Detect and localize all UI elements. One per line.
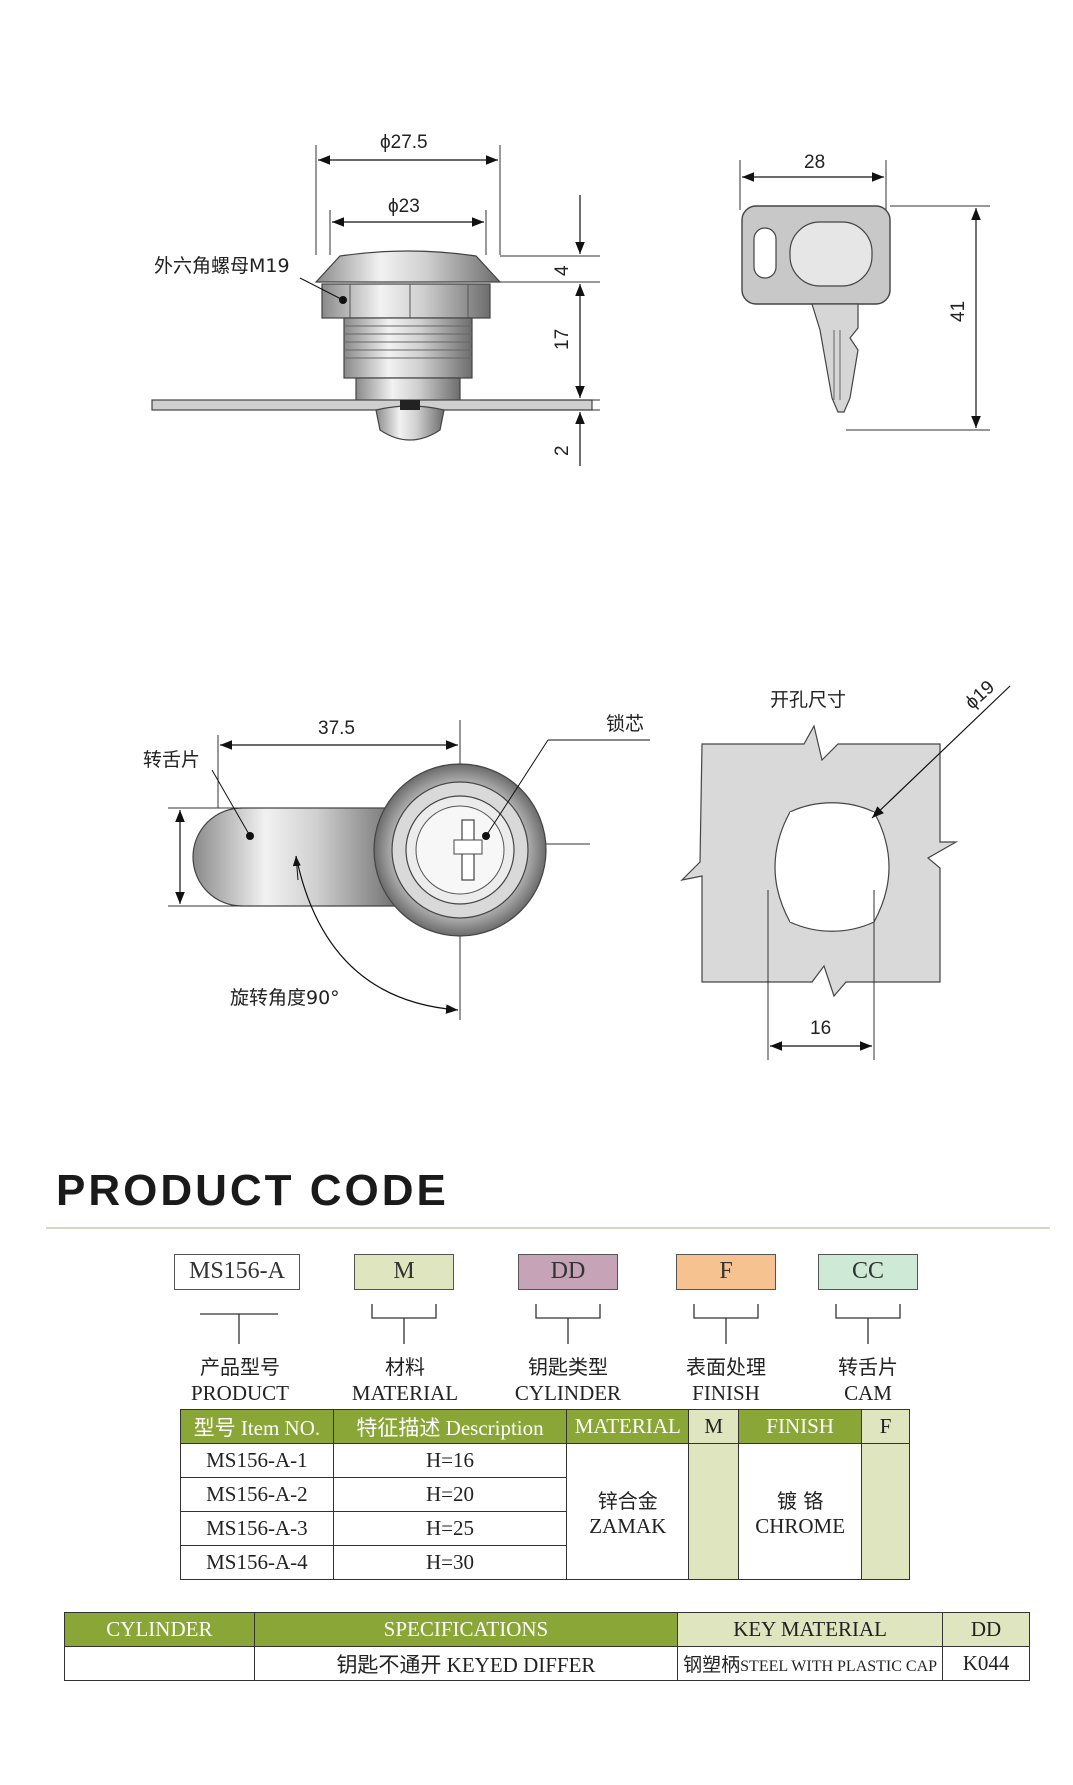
code-box-product: MS156-A (174, 1254, 300, 1290)
spec-table: 型号 Item NO. 特征描述 Description MATERIAL M … (180, 1409, 910, 1580)
section-title: PRODUCT CODE (56, 1166, 449, 1215)
key-material-en: STEEL WITH PLASTIC CAP (740, 1658, 938, 1675)
dim-height-17: 17 (552, 329, 573, 350)
cell-finish: 镀 铬 CHROME (738, 1443, 863, 1580)
technical-drawings: ϕ27.5 ϕ23 4 17 (143, 132, 1011, 1060)
table-row: MS156-A-3 H=25 (180, 1511, 910, 1546)
title-divider (46, 1227, 1050, 1229)
code-label-cam-en: CAM (844, 1381, 892, 1405)
header-specifications: SPECIFICATIONS (253, 1612, 679, 1647)
dim-cam-length: 37.5 (318, 718, 355, 739)
label-cam-tongue: 转舌片 (143, 749, 200, 771)
cell-m-code (688, 1443, 740, 1580)
code-box-finish: F (676, 1254, 776, 1290)
cell-item: MS156-A-4 (180, 1545, 334, 1580)
dim-key-height: 41 (948, 301, 969, 322)
code-label-material-cn: 材料 (385, 1355, 425, 1379)
code-label-cam-cn: 转舌片 (838, 1355, 898, 1379)
cell-item: MS156-A-3 (180, 1511, 334, 1546)
cell-cylinder (64, 1646, 255, 1681)
table-row: MS156-A-4 H=30 (180, 1545, 910, 1580)
cell-key-material: 钢塑柄STEEL WITH PLASTIC CAP (677, 1646, 944, 1681)
header-finish: FINISH (738, 1409, 863, 1444)
key-view: 28 41 (739, 152, 990, 431)
header-dd: DD (942, 1612, 1030, 1647)
cylinder-table: CYLINDER SPECIFICATIONS KEY MATERIAL DD … (64, 1612, 1030, 1681)
cell-dd: K044 (942, 1646, 1030, 1681)
dim-height-4: 4 (552, 265, 573, 276)
dim-inner-diameter: ϕ23 (388, 196, 420, 217)
dim-height-2: 2 (552, 445, 573, 456)
finish-en: CHROME (755, 1513, 846, 1538)
label-hex-nut: 外六角螺母M19 (154, 255, 290, 277)
finish-cn: 镀 铬 (776, 1488, 824, 1513)
cell-desc: H=20 (332, 1477, 568, 1512)
code-label-cam: 转舌片 CAM (803, 1354, 933, 1406)
material-cn: 锌合金 (597, 1488, 658, 1513)
cell-specifications: 钥匙不通开 KEYED DIFFER (253, 1646, 679, 1681)
cell-desc: H=16 (332, 1443, 568, 1478)
code-label-material: 材料 MATERIAL (340, 1354, 470, 1406)
material-en: ZAMAK (589, 1513, 667, 1538)
cell-item: MS156-A-1 (180, 1443, 334, 1478)
table-row: MS156-A-1 H=16 锌合金 ZAMAK 镀 铬 CHROME (180, 1443, 910, 1580)
dim-key-width: 28 (804, 152, 825, 173)
header-f: F (861, 1409, 910, 1444)
key-material-cn: 钢塑柄 (683, 1654, 741, 1676)
header-m: M (688, 1409, 740, 1444)
code-box-cylinder: DD (518, 1254, 618, 1290)
code-label-finish-en: FINISH (692, 1381, 760, 1405)
dim-hole-diameter: ϕ19 (961, 677, 999, 714)
code-label-cylinder-en: CYLINDER (514, 1381, 622, 1405)
header-item-no: 型号 Item NO. (180, 1409, 334, 1444)
header-material: MATERIAL (566, 1409, 690, 1444)
label-hole-title: 开孔尺寸 (770, 689, 846, 711)
cell-item: MS156-A-2 (180, 1477, 334, 1512)
dim-outer-diameter: ϕ27.5 (380, 132, 428, 153)
header-key-material: KEY MATERIAL (677, 1612, 944, 1647)
code-label-cylinder: 钥匙类型 CYLINDER (503, 1354, 633, 1406)
cell-material: 锌合金 ZAMAK (566, 1443, 690, 1580)
top-view: 37.5 转舌片 锁芯 旋转角度90° (143, 713, 650, 1020)
code-label-finish-cn: 表面处理 (686, 1355, 766, 1379)
code-label-finish: 表面处理 FINISH (661, 1354, 791, 1406)
cell-f-code (861, 1443, 910, 1580)
code-box-material: M (354, 1254, 454, 1290)
header-cylinder: CYLINDER (64, 1612, 255, 1647)
cell-desc: H=30 (332, 1545, 568, 1580)
table-row: 钥匙不通开 KEYED DIFFER 钢塑柄STEEL WITH PLASTIC… (64, 1646, 1030, 1681)
code-brackets (200, 1304, 901, 1344)
code-box-cam: CC (818, 1254, 918, 1290)
code-label-cylinder-cn: 钥匙类型 (528, 1355, 608, 1379)
dim-hole-flat: 16 (810, 1018, 831, 1039)
hole-view: ϕ19 开孔尺寸 16 (680, 677, 1011, 1060)
header-description: 特征描述 Description (332, 1409, 568, 1444)
code-label-product-cn: 产品型号 (200, 1355, 280, 1379)
code-label-material-en: MATERIAL (351, 1381, 459, 1405)
front-view: ϕ27.5 ϕ23 4 17 (151, 132, 600, 466)
cell-desc: H=25 (332, 1511, 568, 1546)
code-breakdown: MS156-A M DD F CC 产品型号 PRODUCT CODE 材料 M… (0, 1254, 1073, 1431)
label-lock-core: 锁芯 (606, 713, 644, 735)
label-rotation-angle: 旋转角度90° (230, 987, 340, 1009)
